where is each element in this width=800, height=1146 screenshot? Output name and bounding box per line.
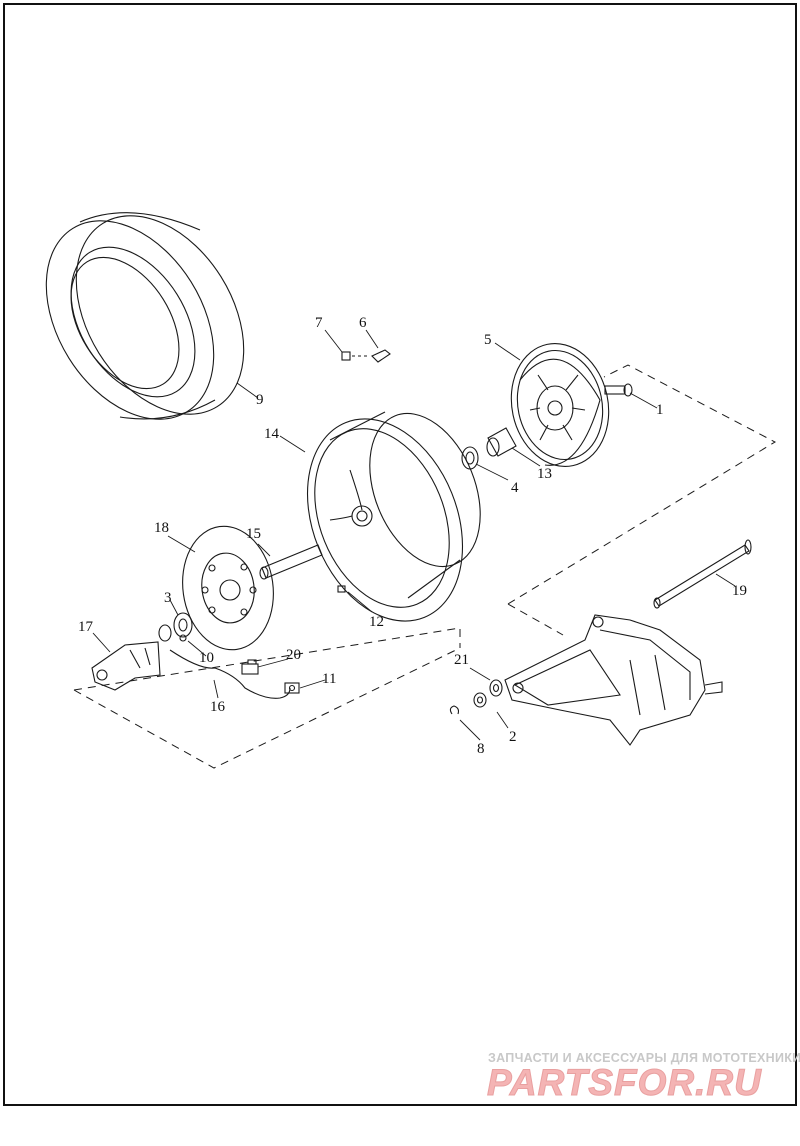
callout-14: 14 xyxy=(264,426,280,442)
brake-disc xyxy=(182,525,274,651)
pivot-shaft xyxy=(653,539,752,609)
wheel-bearing xyxy=(461,446,479,470)
swingarm-washer xyxy=(489,679,503,697)
callout-21: 21 xyxy=(454,652,469,668)
caliper-bracket xyxy=(91,641,161,691)
abs-sensor-cable xyxy=(169,649,291,699)
callout-19: 19 xyxy=(732,583,747,599)
callout-9: 9 xyxy=(256,392,264,408)
sprocket-bolt xyxy=(604,383,633,397)
diagram-border xyxy=(3,3,797,1106)
callout-2: 2 xyxy=(509,729,517,745)
callout-10: 10 xyxy=(199,650,214,666)
leader-lines xyxy=(92,329,736,741)
callout-18: 18 xyxy=(154,520,169,536)
callout-17: 17 xyxy=(78,619,94,635)
axle-sleeve xyxy=(259,544,323,580)
callout-7: 7 xyxy=(315,315,323,331)
balance-weight xyxy=(337,585,346,593)
swingarm xyxy=(504,614,723,746)
callout-4: 4 xyxy=(511,480,519,496)
callout-12: 12 xyxy=(369,614,384,630)
wheel-rim xyxy=(306,411,481,622)
callout-16: 16 xyxy=(210,699,226,715)
callout-3: 3 xyxy=(164,590,172,606)
rear-sprocket xyxy=(510,342,610,468)
callout-5: 5 xyxy=(484,332,492,348)
retaining-clip xyxy=(449,705,460,715)
callout-11: 11 xyxy=(322,671,336,687)
axle-nut xyxy=(473,692,487,708)
cable-clip xyxy=(284,682,300,694)
callout-13: 13 xyxy=(537,466,552,482)
callout-1: 1 xyxy=(656,402,664,418)
tire xyxy=(45,212,245,420)
abs-sensor xyxy=(241,659,259,675)
callout-20: 20 xyxy=(286,647,301,663)
callout-6: 6 xyxy=(359,315,367,331)
watermark-tagline: ЗАПЧАСТИ И АКСЕССУАРЫ ДЛЯ МОТОТЕХНИКИ xyxy=(488,1051,800,1065)
wheel-spacer xyxy=(486,427,517,457)
callout-labels: 1 2 3 4 5 6 7 8 9 10 11 12 13 14 15 16 1… xyxy=(78,315,747,757)
abs-sensor-ring xyxy=(158,624,187,642)
watermark-logo: PARTSFOR.RU xyxy=(487,1062,762,1104)
disc-spacer xyxy=(173,612,193,638)
assembly-outline xyxy=(73,364,777,769)
callout-8: 8 xyxy=(477,741,485,757)
valve-stem xyxy=(341,349,391,363)
callout-15: 15 xyxy=(246,526,261,542)
